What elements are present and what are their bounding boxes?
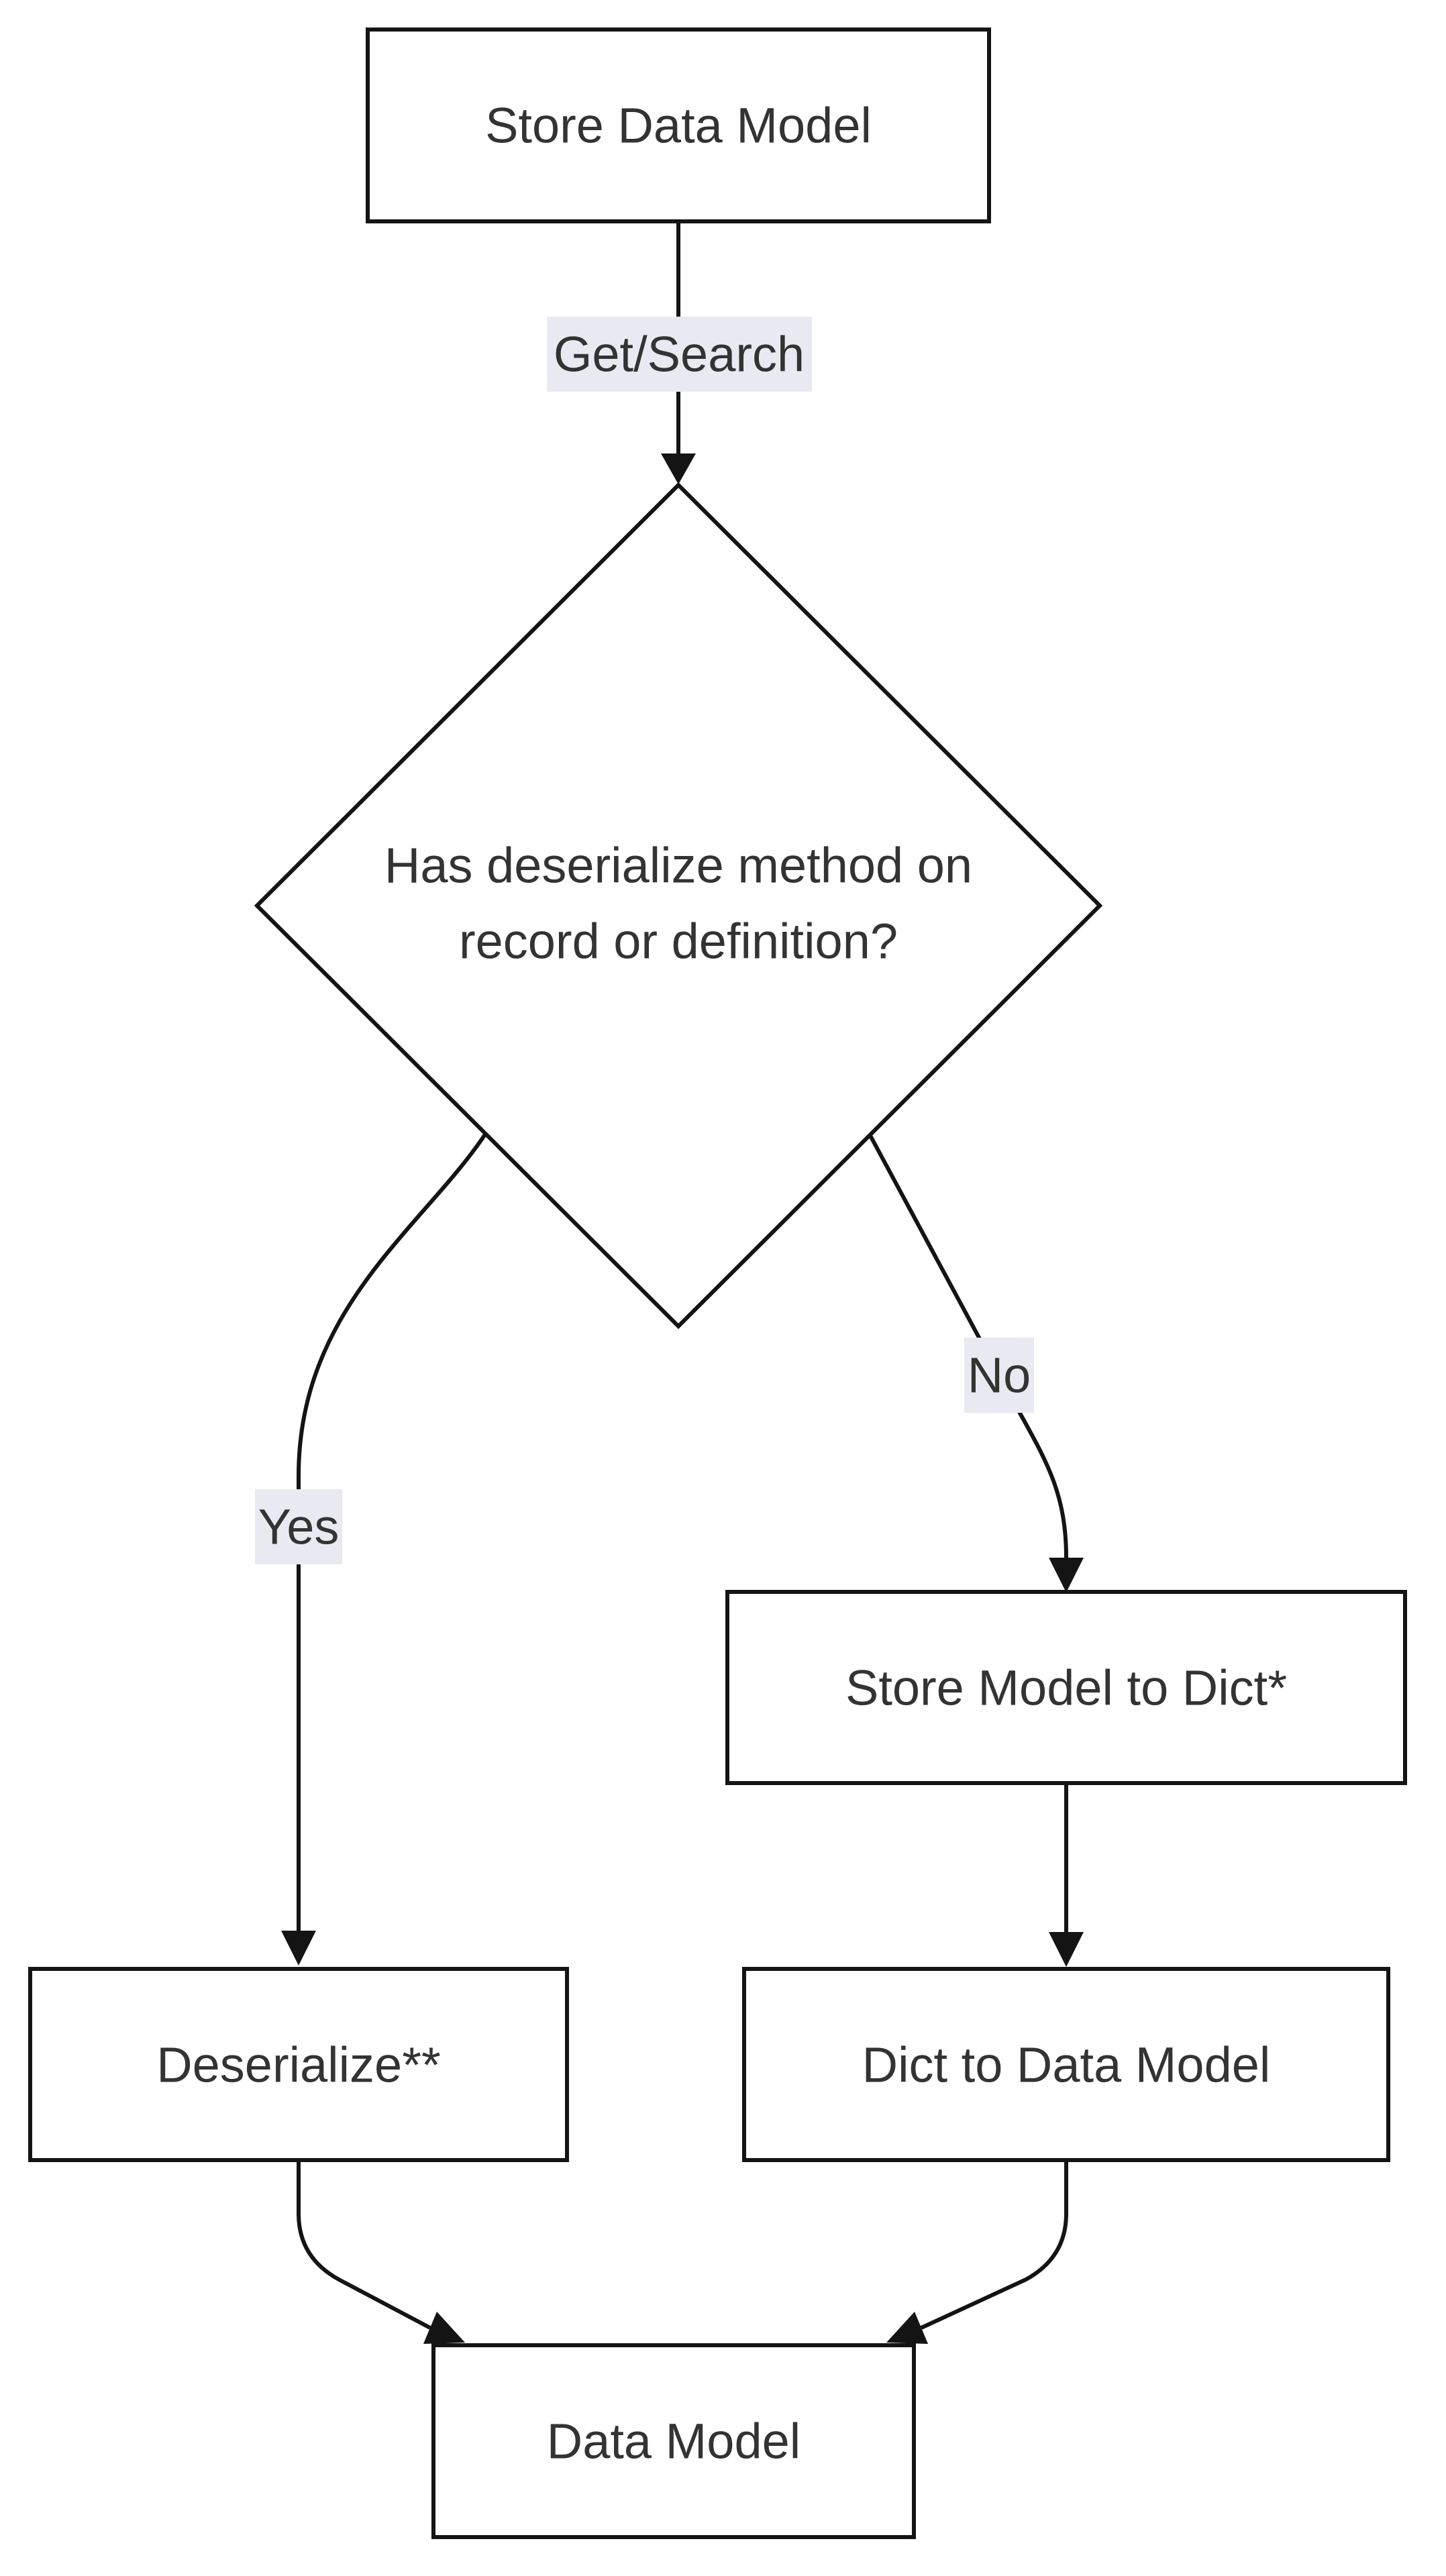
arrowhead-into-dict-to-data-model [1049, 1932, 1084, 1967]
node-dict-to-data-model-label: Dict to Data Model [862, 2037, 1271, 2093]
edge-label-get-search-text: Get/Search [554, 327, 805, 382]
edge-label-get-search: Get/Search [547, 317, 812, 392]
node-deserialize: Deserialize** [28, 1967, 569, 2162]
edge-deserialize-to-data-model [297, 2160, 465, 2344]
edge-dict-to-data-model-to-data-model [886, 2160, 1068, 2344]
edge-label-yes-text: Yes [258, 1499, 340, 1555]
node-store-model-to-dict-label: Store Model to Dict* [845, 1660, 1287, 1716]
edge-deserialize-out-line [297, 2160, 431, 2330]
edge-decision-to-deserialize [281, 1133, 487, 1966]
edge-label-yes-bg [255, 1489, 342, 1564]
node-store-data-model: Store Data Model [366, 28, 991, 223]
node-dict-to-data-model: Dict to Data Model [742, 1967, 1390, 2162]
node-store-data-model-box [366, 28, 991, 223]
edge-label-no: No [964, 1338, 1034, 1413]
node-decision-diamond: Has deserialize method on record or defi… [254, 482, 1103, 1330]
arrowhead-left-into-data-model [423, 2312, 465, 2344]
node-data-model-box [431, 2343, 916, 2539]
node-data-model: Data Model [431, 2343, 916, 2539]
arrowhead-into-decision [661, 453, 696, 484]
node-store-model-to-dict: Store Model to Dict* [725, 1590, 1407, 1785]
node-decision-label-line1: Has deserialize method on [384, 838, 972, 894]
node-decision-diamond-shape [254, 482, 1103, 1330]
edge-label-no-bg [964, 1338, 1034, 1413]
node-decision-label-line2: record or definition? [459, 914, 898, 969]
node-data-model-label: Data Model [547, 2414, 801, 2469]
arrowhead-into-deserialize [281, 1931, 316, 1966]
node-dict-to-data-model-box [742, 1967, 1390, 2162]
edge-dict-out-line [920, 2160, 1068, 2330]
node-store-model-to-dict-box [725, 1590, 1407, 1785]
arrowhead-right-into-data-model [886, 2312, 928, 2344]
node-store-data-model-label: Store Data Model [485, 98, 872, 154]
edge-store-model-to-dict-to-dict-to-data-model [1049, 1783, 1084, 1967]
edge-label-yes: Yes [255, 1489, 342, 1564]
arrowhead-into-store-model-to-dict [1049, 1558, 1084, 1593]
edge-label-no-text: No [968, 1348, 1031, 1403]
node-deserialize-label: Deserialize** [156, 2037, 441, 2093]
edge-label-get-search-bg [547, 317, 812, 392]
node-deserialize-box [28, 1967, 569, 2162]
edge-yes-line [297, 1133, 487, 1931]
